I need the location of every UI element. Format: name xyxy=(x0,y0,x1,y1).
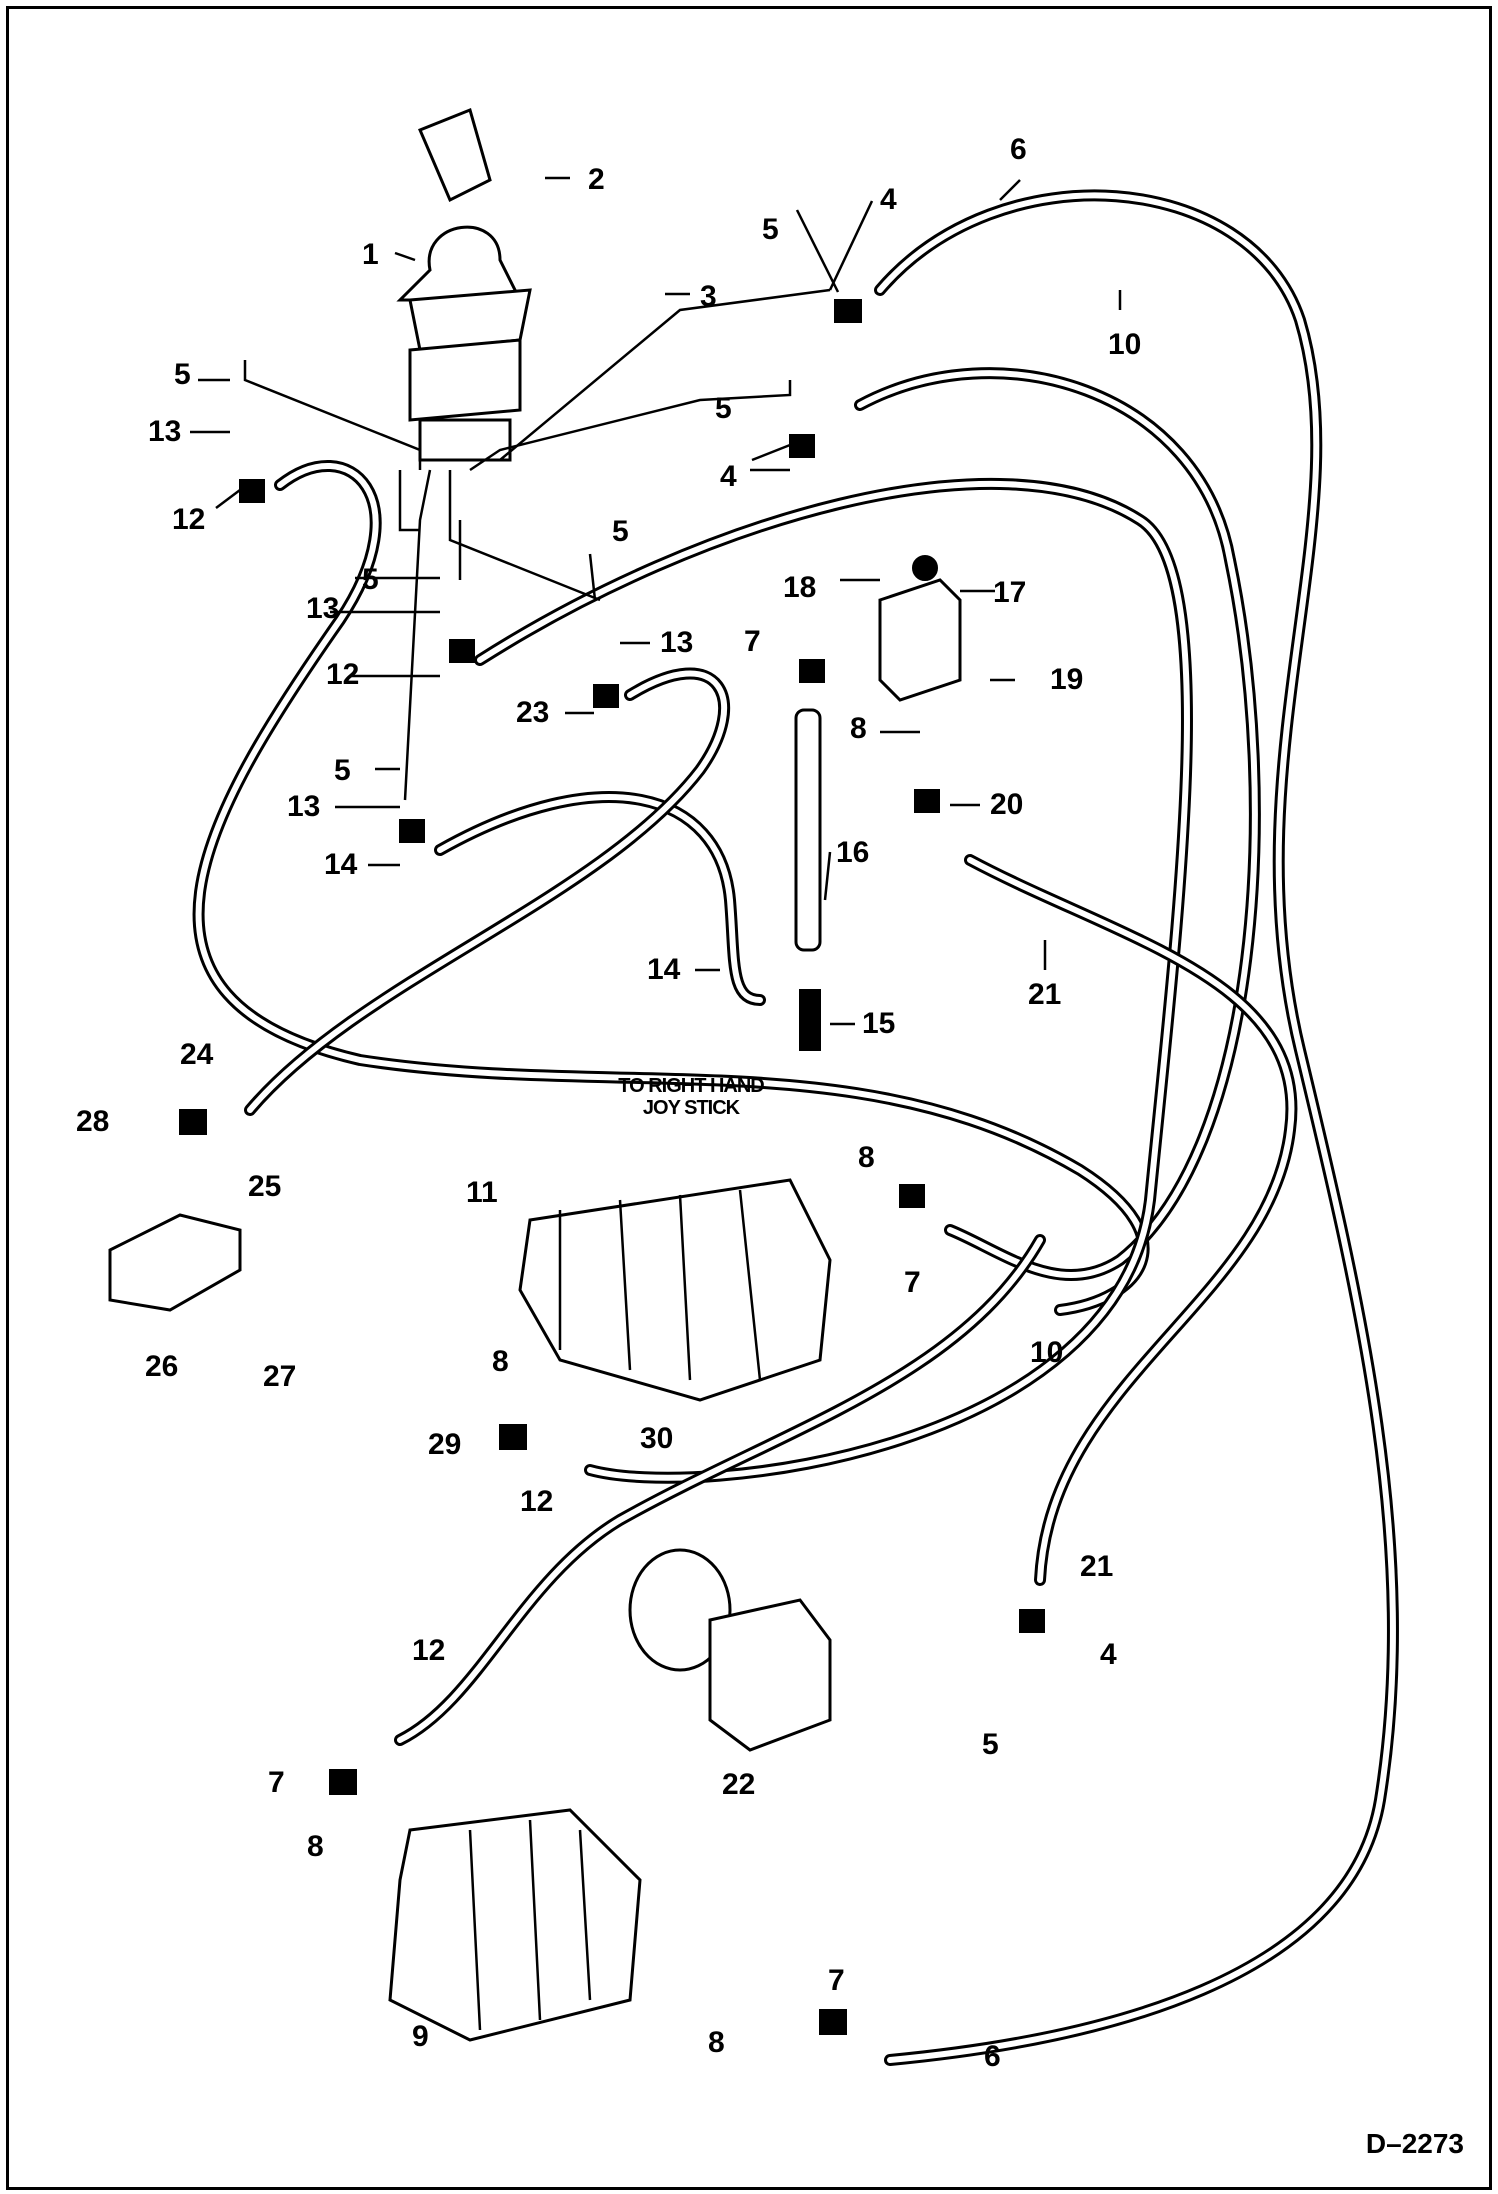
hose-14 xyxy=(434,791,766,1006)
callout-21a: 21 xyxy=(1028,978,1062,1011)
motor-block-22 xyxy=(628,1548,832,1752)
callout-5a: 5 xyxy=(762,213,779,246)
callout-8c: 8 xyxy=(492,1345,509,1378)
callout-8d: 8 xyxy=(307,1830,324,1863)
callout-7c: 7 xyxy=(268,1766,285,1799)
callout-17: 17 xyxy=(993,576,1027,609)
callout-2: 2 xyxy=(588,163,605,196)
callout-5c: 5 xyxy=(715,392,732,425)
callout-12c: 12 xyxy=(520,1485,554,1518)
callout-8e: 8 xyxy=(708,2026,725,2059)
callout-23: 23 xyxy=(516,696,550,729)
callout-14a: 14 xyxy=(324,848,358,881)
callout-5g: 5 xyxy=(982,1728,999,1761)
callout-18: 18 xyxy=(783,571,817,604)
callout-7d: 7 xyxy=(828,1964,845,1997)
callout-7a: 7 xyxy=(744,625,761,658)
callout-21b: 21 xyxy=(1080,1550,1114,1583)
control-valve-9 xyxy=(388,1808,642,2042)
callout-4a: 4 xyxy=(880,183,897,216)
callout-5e: 5 xyxy=(362,563,379,596)
callout-11: 11 xyxy=(466,1176,498,1209)
callout-3: 3 xyxy=(700,280,717,313)
fittings xyxy=(179,299,1045,2035)
callout-13c: 13 xyxy=(660,626,694,659)
callout-leaders xyxy=(190,176,1122,1026)
callout-8a: 8 xyxy=(850,712,867,745)
callout-22: 22 xyxy=(722,1768,756,1801)
callout-12d: 12 xyxy=(412,1634,446,1667)
pilot-lines xyxy=(243,288,831,801)
callout-12b: 12 xyxy=(326,658,360,691)
callout-7b: 7 xyxy=(904,1266,921,1299)
callout-25: 25 xyxy=(248,1170,282,1203)
drawing-number: D–2273 xyxy=(1365,2128,1464,2159)
callout-4b: 4 xyxy=(720,460,737,493)
callout-16: 16 xyxy=(836,836,870,869)
manifold-block-26 xyxy=(108,1213,242,1312)
callout-5f: 5 xyxy=(334,754,351,787)
hose-6 xyxy=(874,189,1399,2066)
callout-8b: 8 xyxy=(858,1141,875,1174)
hose-16 xyxy=(794,708,822,952)
callout-27: 27 xyxy=(263,1360,297,1393)
joystick-assembly xyxy=(396,107,532,462)
callout-5d: 5 xyxy=(612,515,629,548)
hose-12-mid xyxy=(474,477,1193,1484)
callout-10a: 10 xyxy=(1108,328,1142,361)
right-hand-joystick-note: TO RIGHT HAND JOY STICK xyxy=(618,1075,765,1119)
callout-13a: 13 xyxy=(148,415,182,448)
callout-28: 28 xyxy=(76,1105,110,1138)
callout-24: 24 xyxy=(180,1038,214,1071)
callout-19: 19 xyxy=(1050,663,1084,696)
callout-13d: 13 xyxy=(287,790,321,823)
callout-29: 29 xyxy=(428,1428,462,1461)
control-valve-11 xyxy=(518,1178,832,1402)
callout-5b: 5 xyxy=(174,358,191,391)
callout-14b: 14 xyxy=(647,953,681,986)
hose-10 xyxy=(854,367,1261,1282)
hose-23 xyxy=(244,667,730,1116)
callout-15: 15 xyxy=(862,1007,896,1040)
valve-block-17 xyxy=(878,555,962,702)
callout-13b: 13 xyxy=(306,592,340,625)
callout-26: 26 xyxy=(145,1350,179,1383)
hose-21 xyxy=(964,854,1298,1586)
callout-30: 30 xyxy=(640,1422,674,1455)
callout-6b: 6 xyxy=(984,2040,1001,2073)
callout-10b: 10 xyxy=(1030,1336,1064,1369)
callout-12a: 12 xyxy=(172,503,206,536)
callout-6a: 6 xyxy=(1010,133,1027,166)
callout-9: 9 xyxy=(412,2020,429,2053)
callout-4c: 4 xyxy=(1100,1638,1117,1671)
hose-12-lower xyxy=(394,1234,1046,1746)
callout-20: 20 xyxy=(990,788,1024,821)
hose-12-left xyxy=(192,460,1150,1316)
callout-1: 1 xyxy=(362,238,379,271)
